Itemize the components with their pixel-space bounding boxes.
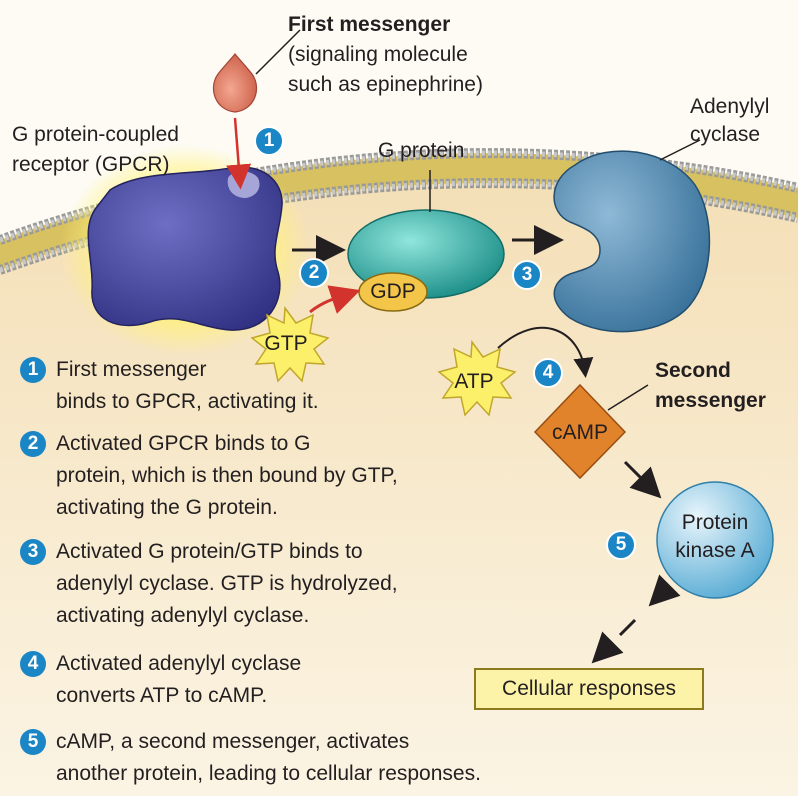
arrow-camp-to-pka bbox=[623, 460, 662, 499]
adenylyl-label-2: cyclase bbox=[690, 123, 761, 146]
atp-star bbox=[437, 339, 517, 417]
pka-label-1: Protein bbox=[681, 511, 749, 534]
adenylyl-label-1: Adenylyl bbox=[690, 95, 770, 118]
step-2-line-2: protein, which is then bound by GTP, bbox=[56, 464, 398, 487]
step-2-line-3: activating the G protein. bbox=[56, 496, 278, 519]
badge-step-1: 1 bbox=[254, 126, 284, 156]
arrow-gtp-binding bbox=[309, 285, 361, 314]
step-3-line-3: activating adenylyl cyclase. bbox=[56, 604, 310, 627]
first-messenger-molecule bbox=[213, 53, 257, 113]
adenylyl-cyclase bbox=[553, 150, 711, 333]
cellular-responses-box: Cellular responses bbox=[474, 668, 704, 710]
step-3-number: 3 bbox=[20, 539, 46, 565]
camp-diamond bbox=[533, 383, 627, 480]
step-3-line-2: adenylyl cyclase. GTP is hydrolyzed, bbox=[56, 572, 398, 595]
gpcr-label-1: G protein-coupled bbox=[12, 123, 179, 146]
camp-label: cAMP bbox=[551, 421, 608, 444]
arrow-pka-to-responses bbox=[591, 631, 624, 664]
step-1-line-1: First messenger bbox=[56, 358, 207, 381]
gdp-label: GDP bbox=[370, 280, 416, 303]
badge-step-3: 3 bbox=[512, 260, 542, 290]
pka-label-2: kinase A bbox=[675, 539, 755, 562]
atp-label: ATP bbox=[454, 370, 494, 393]
second-messenger-leader bbox=[607, 384, 649, 411]
step-4-line-1: Activated adenylyl cyclase bbox=[56, 652, 302, 675]
first-messenger-leader bbox=[255, 29, 301, 75]
step-1-line-2: binds to GPCR, activating it. bbox=[56, 390, 319, 413]
badge-step-4: 4 bbox=[533, 358, 563, 388]
gtp-label: GTP bbox=[264, 332, 308, 355]
arrow-atp-to-camp bbox=[497, 327, 594, 378]
first-messenger-subtitle-2: such as epinephrine) bbox=[288, 73, 483, 96]
protein-kinase-a bbox=[656, 481, 774, 599]
step-3-line-1: Activated G protein/GTP binds to bbox=[56, 540, 363, 563]
first-messenger-title: First messenger bbox=[288, 13, 451, 36]
step-5-number: 5 bbox=[20, 729, 46, 755]
binding-arrow bbox=[226, 117, 252, 190]
step-5-line-2: another protein, leading to cellular res… bbox=[56, 762, 481, 785]
step-2-number: 2 bbox=[20, 431, 46, 457]
badge-step-2: 2 bbox=[299, 258, 329, 288]
adenylyl-leader bbox=[659, 139, 701, 161]
step-5-line-1: cAMP, a second messenger, activates bbox=[56, 730, 410, 753]
step-4-number: 4 bbox=[20, 651, 46, 677]
gpcr-label-2: receptor (GPCR) bbox=[12, 153, 170, 176]
badge-step-5: 5 bbox=[606, 530, 636, 560]
second-messenger-label-2: messenger bbox=[655, 389, 766, 412]
second-messenger-label-1: Second bbox=[655, 359, 731, 382]
step-2-line-1: Activated GPCR binds to G bbox=[56, 432, 311, 455]
step-1-number: 1 bbox=[20, 357, 46, 383]
g-protein-label: G protein bbox=[378, 139, 465, 162]
step-4-line-2: converts ATP to cAMP. bbox=[56, 684, 268, 707]
first-messenger-subtitle-1: (signaling molecule bbox=[288, 43, 468, 66]
gtp-star bbox=[250, 305, 330, 383]
